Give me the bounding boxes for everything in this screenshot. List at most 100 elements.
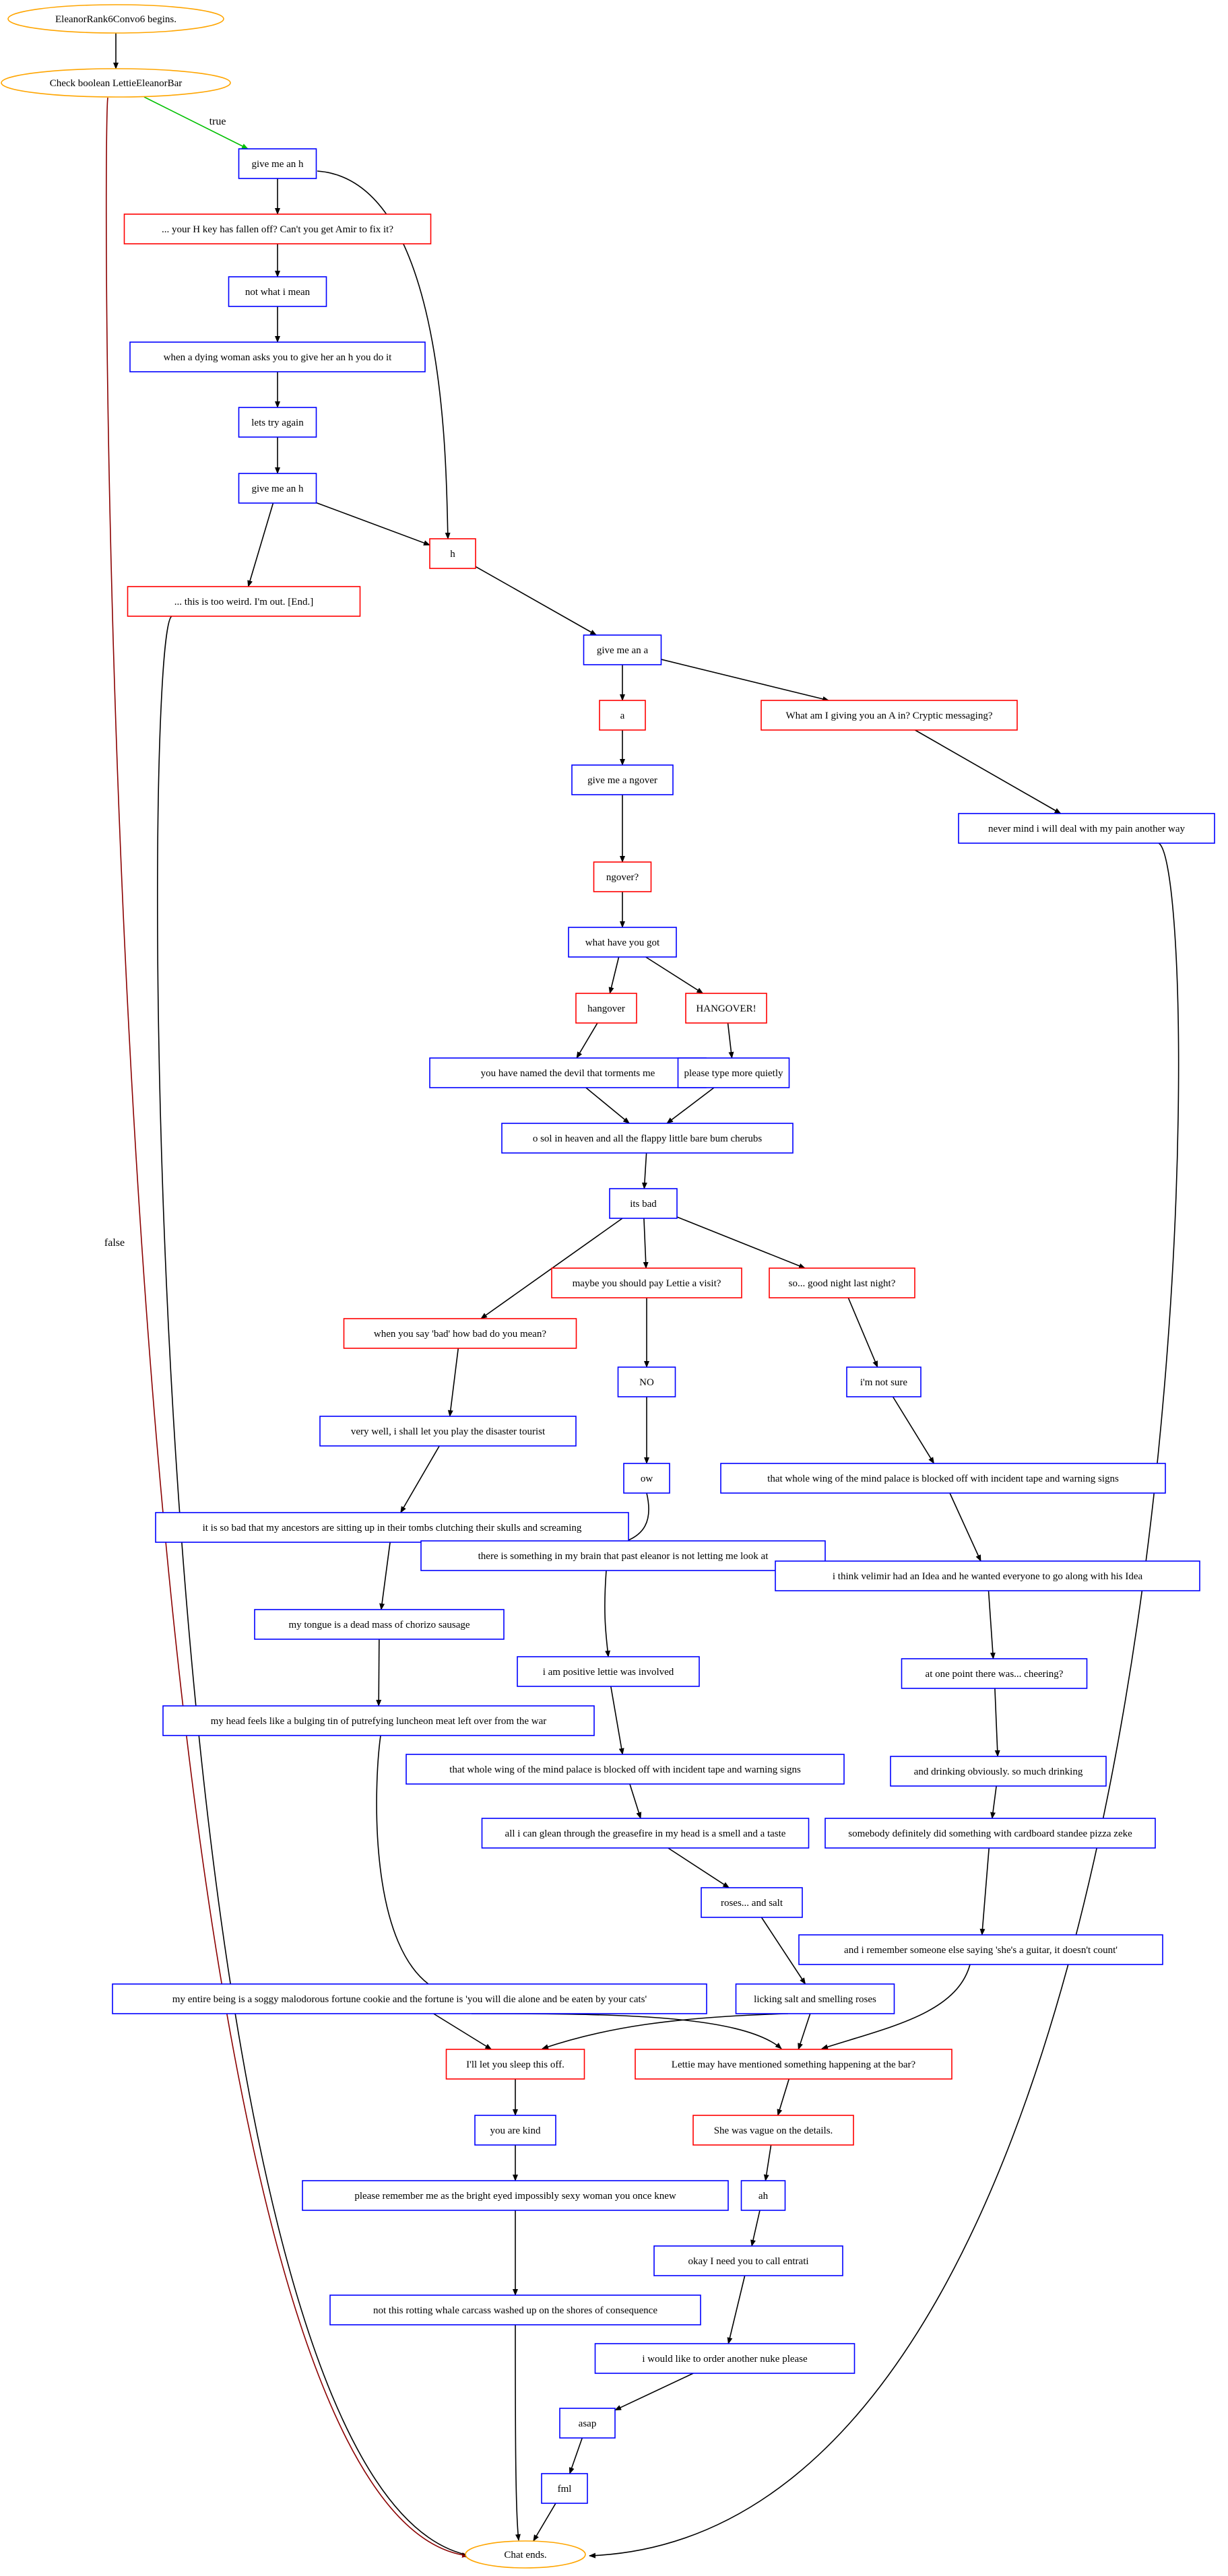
- node-n29: that whole wing of the mind palace is bl…: [720, 1463, 1166, 1494]
- node-label: you are kind: [490, 2125, 541, 2136]
- edge-n15-to-n16: [608, 956, 620, 994]
- node-n47: you are kind: [474, 2115, 556, 2146]
- player-choice-box: [890, 1756, 1107, 1787]
- node-n41: roses... and salt: [701, 1887, 803, 1918]
- node-label: give me an h: [251, 159, 304, 170]
- node-n43: my entire being is a soggy malodorous fo…: [112, 1983, 707, 2014]
- node-n37: that whole wing of the mind palace is bl…: [406, 1754, 845, 1785]
- node-label: when a dying woman asks you to give her …: [164, 352, 393, 363]
- node-n18: you have named the devil that torments m…: [429, 1057, 707, 1088]
- node-label: give me an a: [597, 645, 649, 656]
- node-label: ngover?: [606, 872, 639, 883]
- player-choice-box: [474, 2115, 556, 2146]
- node-n38: and drinking obviously. so much drinking: [890, 1756, 1107, 1787]
- player-choice-box: [735, 1983, 895, 2014]
- node-n5: lets try again: [238, 407, 317, 438]
- node-label: and drinking obviously. so much drinking: [914, 1766, 1083, 1777]
- player-choice-box: [112, 1983, 707, 2014]
- edge-n21-to-n22: [643, 1218, 649, 1269]
- edge-n44-to-n45: [542, 2013, 789, 2049]
- node-label: i think velimir had an Idea and he wante…: [833, 1571, 1143, 1582]
- node-label: ... your H key has fallen off? Can't you…: [162, 224, 393, 235]
- node-label: and i remember someone else saying 'she'…: [844, 1945, 1118, 1956]
- player-choice-box: [775, 1560, 1200, 1591]
- node-label: Chat ends.: [504, 2550, 546, 2561]
- node-n22: maybe you should pay Lettie a visit?: [551, 1267, 742, 1298]
- node-label: please remember me as the bright eyed im…: [354, 2191, 676, 2202]
- node-n44: licking salt and smelling roses: [735, 1983, 895, 2014]
- node-n39: all i can glean through the greasefire i…: [481, 1818, 810, 1849]
- node-n4: when a dying woman asks you to give her …: [129, 341, 426, 372]
- node-label: its bad: [630, 1199, 657, 1210]
- node-label: Check boolean LettieEleanorBar: [50, 78, 183, 89]
- player-choice-box: [162, 1705, 595, 1736]
- node-label: give me an h: [251, 484, 304, 494]
- node-label: it is so bad that my ancestors are sitti…: [203, 1523, 582, 1533]
- edge-n24-to-n27: [447, 1348, 459, 1417]
- node-n53: i would like to order another nuke pleas…: [594, 2343, 855, 2374]
- edge-n38-to-n40: [990, 1785, 997, 1819]
- player-choice-box: [958, 813, 1215, 844]
- node-label: o sol in heaven and all the flappy littl…: [533, 1133, 762, 1144]
- nodes-layer: EleanorRank6Convo6 begins. Check boolean …: [1, 4, 1215, 2569]
- player-choice-box: [254, 1609, 505, 1640]
- edge-n11-to-n13: [914, 729, 1062, 814]
- edge-n46-to-n48: [777, 2078, 790, 2116]
- node-label: i am positive lettie was involved: [543, 1667, 674, 1678]
- node-label: fml: [558, 2484, 572, 2495]
- node-n10: a: [599, 700, 646, 731]
- node-label: ah: [758, 2191, 769, 2202]
- node-n51: okay I need you to call entrati: [653, 2245, 843, 2276]
- node-n23: so... good night last night?: [769, 1267, 915, 1298]
- node-n31: there is something in my brain that past…: [420, 1540, 826, 1571]
- node-label: give me a ngover: [587, 775, 657, 786]
- node-n16: hangover: [575, 993, 637, 1024]
- player-choice-box: [129, 341, 426, 372]
- edge-label-false: false: [104, 1237, 125, 1249]
- node-label: when you say 'bad' how bad do you mean?: [374, 1329, 547, 1340]
- node-n46: Lettie may have mentioned something happ…: [635, 2049, 952, 2080]
- node-label: HANGOVER!: [696, 1003, 756, 1014]
- edge-n17-to-n19: [727, 1022, 734, 1059]
- player-choice-box: [238, 407, 317, 438]
- player-choice-box: [798, 1934, 1163, 1965]
- node-n50: ah: [740, 2180, 786, 2211]
- node-label: all i can glean through the greasefire i…: [505, 1828, 786, 1839]
- player-choice-box: [583, 634, 662, 665]
- node-label: please type more quietly: [684, 1068, 783, 1079]
- node-label: not what i mean: [245, 287, 311, 298]
- player-choice-box: [846, 1366, 922, 1397]
- npc-line-box: [123, 213, 432, 244]
- player-choice-box: [701, 1887, 803, 1918]
- edge-n31-to-n34: [604, 1570, 611, 1657]
- player-choice-box: [302, 2180, 729, 2211]
- edge-n36-to-n43: [376, 1735, 439, 1991]
- edge-n43-to-n46: [471, 2013, 782, 2049]
- player-choice-box: [617, 1366, 676, 1397]
- player-choice-box: [420, 1540, 826, 1571]
- edge-n32-to-n35: [988, 1590, 996, 1659]
- node-start: EleanorRank6Convo6 begins.: [7, 4, 224, 34]
- terminal-ellipse: [1, 68, 231, 98]
- npc-line-box: [692, 2115, 854, 2146]
- npc-line-box: [769, 1267, 915, 1298]
- edge-n54-to-n55: [569, 2437, 583, 2474]
- player-choice-box: [740, 2180, 786, 2211]
- node-n17: HANGOVER!: [685, 993, 767, 1024]
- player-choice-box: [406, 1754, 845, 1785]
- node-n30: it is so bad that my ancestors are sitti…: [155, 1512, 629, 1543]
- npc-line-box: [761, 700, 1018, 731]
- player-choice-box: [541, 2473, 588, 2504]
- node-n34: i am positive lettie was involved: [517, 1656, 700, 1687]
- edge-n55-to-end: [533, 2503, 556, 2542]
- node-label: what have you got: [585, 937, 660, 948]
- node-label: that whole wing of the mind palace is bl…: [449, 1764, 801, 1775]
- node-label: somebody definitely did something with c…: [848, 1828, 1132, 1839]
- edge-n20-to-n21: [641, 1152, 647, 1189]
- player-choice-box: [677, 1057, 790, 1088]
- node-label: roses... and salt: [721, 1898, 783, 1909]
- edge-n18-to-n20: [585, 1087, 631, 1124]
- node-n36: my head feels like a bulging tin of putr…: [162, 1705, 595, 1736]
